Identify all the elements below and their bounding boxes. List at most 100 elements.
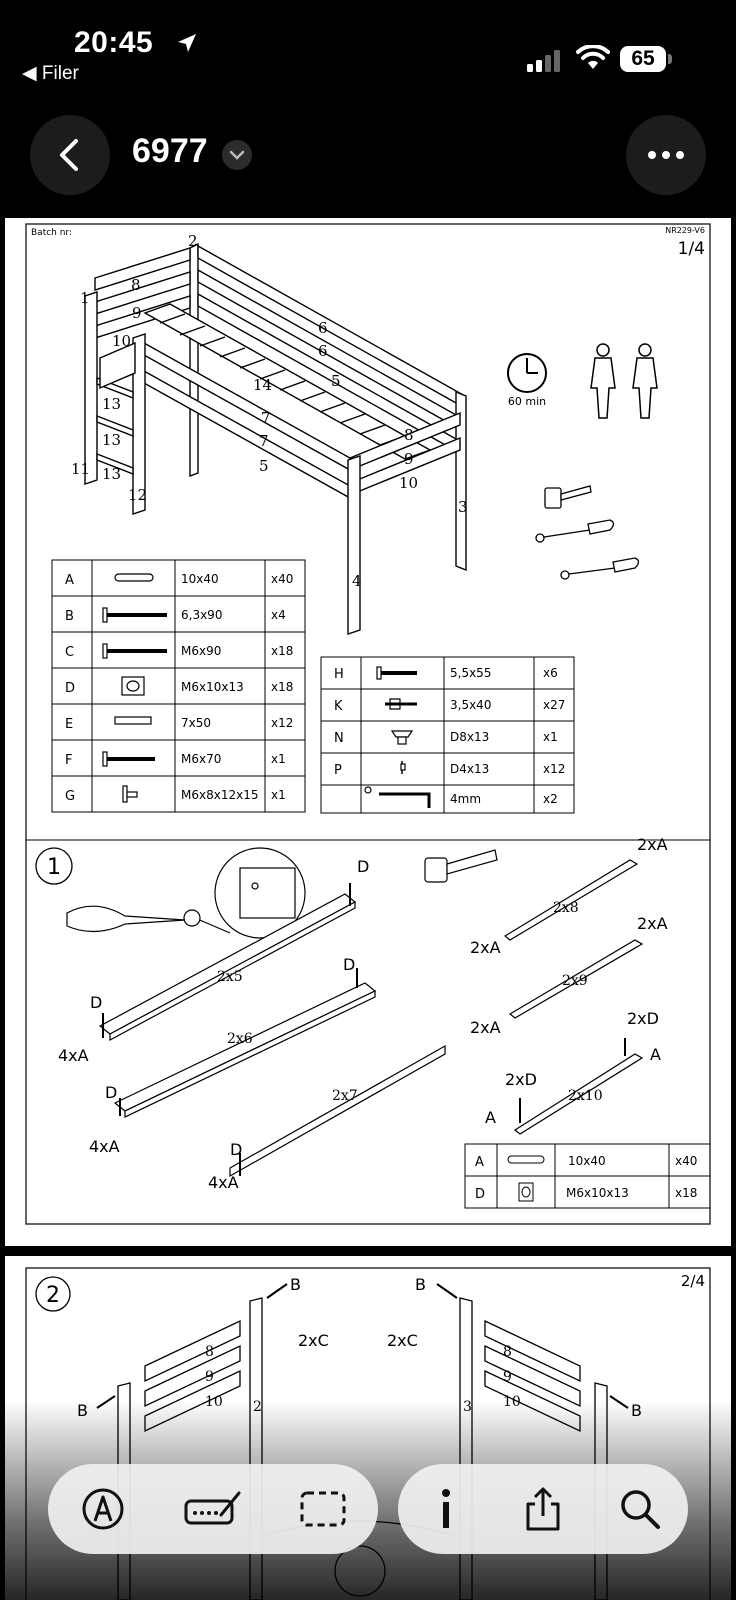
svg-text:D8x13: D8x13 — [450, 730, 489, 744]
svg-text:1: 1 — [80, 289, 90, 307]
svg-text:B: B — [65, 609, 74, 624]
svg-text:M6x10x13: M6x10x13 — [566, 1186, 629, 1200]
svg-text:B: B — [415, 1275, 426, 1294]
page-2-number: 2/4 — [681, 1272, 705, 1290]
markup-pen-icon — [82, 1488, 124, 1530]
bed-illustration — [84, 242, 467, 635]
svg-text:2xA: 2xA — [470, 938, 501, 957]
svg-text:4mm: 4mm — [450, 792, 481, 806]
svg-text:x18: x18 — [271, 680, 293, 694]
step-2-circle — [35, 1276, 71, 1312]
svg-text:D: D — [230, 1140, 242, 1159]
svg-text:2x7: 2x7 — [332, 1088, 358, 1104]
svg-text:8: 8 — [205, 1344, 214, 1360]
document-title[interactable]: 6977 — [132, 132, 208, 170]
step-2-number: 2 — [46, 1283, 60, 1308]
svg-text:7: 7 — [261, 409, 271, 427]
page-1-drawing: Batch nr: NR229-V6 1/4 — [25, 223, 711, 1225]
svg-text:5,5x55: 5,5x55 — [450, 666, 491, 680]
svg-text:4xA: 4xA — [89, 1137, 120, 1156]
svg-text:x6: x6 — [543, 666, 558, 680]
step-2-labels: B B B B 2xC 2xC 8 9 10 2 8 9 10 3 — [77, 1275, 642, 1420]
svg-text:2xA: 2xA — [470, 1018, 501, 1037]
two-persons-icon — [590, 343, 658, 419]
signature-icon — [184, 1491, 241, 1525]
assembly-time: 60 min — [508, 395, 546, 408]
svg-text:2xD: 2xD — [505, 1070, 537, 1089]
status-bar: 20:45 ◀ Filer 65 — [0, 0, 736, 100]
battery-tip — [668, 54, 672, 64]
svg-text:6,3x90: 6,3x90 — [181, 608, 222, 622]
back-button[interactable] — [30, 115, 110, 195]
step-1-number: 1 — [47, 855, 61, 880]
svg-text:M6x8x12x15: M6x8x12x15 — [181, 788, 258, 802]
svg-text:13: 13 — [102, 465, 121, 483]
svg-text:D: D — [65, 681, 75, 696]
step-1-illustration — [66, 847, 644, 1178]
page-number: 1/4 — [678, 239, 705, 259]
search-button[interactable] — [605, 1474, 675, 1544]
share-button[interactable] — [508, 1474, 578, 1544]
chevron-left-icon — [60, 139, 78, 171]
back-app-label: Filer — [41, 63, 79, 84]
svg-text:13: 13 — [102, 395, 121, 413]
svg-text:x12: x12 — [271, 716, 293, 730]
markup-toolbar — [48, 1464, 378, 1554]
wifi-icon — [576, 45, 610, 69]
signature-button[interactable] — [178, 1474, 248, 1544]
svg-text:11: 11 — [71, 460, 90, 478]
svg-text:14: 14 — [253, 376, 272, 394]
svg-text:x12: x12 — [543, 762, 565, 776]
svg-text:2x8: 2x8 — [553, 900, 579, 916]
svg-text:2xC: 2xC — [298, 1331, 329, 1350]
svg-text:2x5: 2x5 — [217, 969, 243, 985]
svg-text:D: D — [105, 1083, 117, 1102]
svg-text:2x9: 2x9 — [562, 973, 588, 989]
location-arrow-icon — [178, 34, 196, 52]
selection-button[interactable] — [288, 1474, 358, 1544]
svg-text:A: A — [650, 1045, 661, 1064]
svg-text:C: C — [65, 645, 74, 660]
svg-text:3: 3 — [458, 498, 468, 516]
more-options-button[interactable] — [626, 115, 706, 195]
flat-screwdriver-icon — [560, 557, 640, 580]
svg-text:2x6: 2x6 — [227, 1031, 253, 1047]
svg-text:A: A — [485, 1108, 496, 1127]
svg-text:D: D — [357, 857, 369, 876]
svg-text:6: 6 — [318, 342, 328, 360]
svg-text:D4x13: D4x13 — [450, 762, 489, 776]
pdf-page-1[interactable]: Batch nr: NR229-V6 1/4 — [5, 218, 731, 1246]
svg-text:5: 5 — [259, 457, 269, 475]
svg-text:2xD: 2xD — [627, 1009, 659, 1028]
svg-text:7: 7 — [259, 432, 269, 450]
part-number-labels: 1 2 3 4 5 5 6 6 7 7 8 8 9 9 10 10 11 12 … — [71, 232, 468, 590]
svg-text:10x40: 10x40 — [568, 1154, 606, 1168]
step-1-labels: D D D D D 4xA 4xA 4xA 2x5 2x6 2x7 2x8 2x… — [58, 835, 668, 1192]
svg-text:x18: x18 — [271, 644, 293, 658]
share-icon — [526, 1487, 560, 1531]
svg-text:2x10: 2x10 — [568, 1088, 603, 1104]
clock-icon — [507, 353, 547, 393]
title-menu-button[interactable] — [222, 140, 252, 170]
back-to-app-link[interactable]: ◀ Filer — [22, 63, 79, 84]
step-1-circle — [35, 847, 73, 885]
svg-text:x40: x40 — [675, 1154, 697, 1168]
svg-text:K: K — [334, 699, 343, 714]
svg-text:B: B — [290, 1275, 301, 1294]
selection-icon — [300, 1491, 346, 1527]
markup-button[interactable] — [68, 1474, 138, 1544]
doc-code: NR229-V6 — [665, 226, 705, 235]
svg-text:12: 12 — [128, 486, 147, 504]
svg-text:M6x70: M6x70 — [181, 752, 221, 766]
svg-text:9: 9 — [205, 1369, 214, 1385]
chevron-down-icon — [229, 150, 245, 160]
clock: 20:45 — [74, 26, 154, 59]
info-button[interactable] — [411, 1474, 481, 1544]
svg-text:2xA: 2xA — [637, 914, 668, 933]
svg-text:2: 2 — [188, 232, 198, 250]
svg-text:4xA: 4xA — [58, 1046, 89, 1065]
svg-text:x1: x1 — [271, 788, 286, 802]
actions-toolbar — [398, 1464, 688, 1554]
